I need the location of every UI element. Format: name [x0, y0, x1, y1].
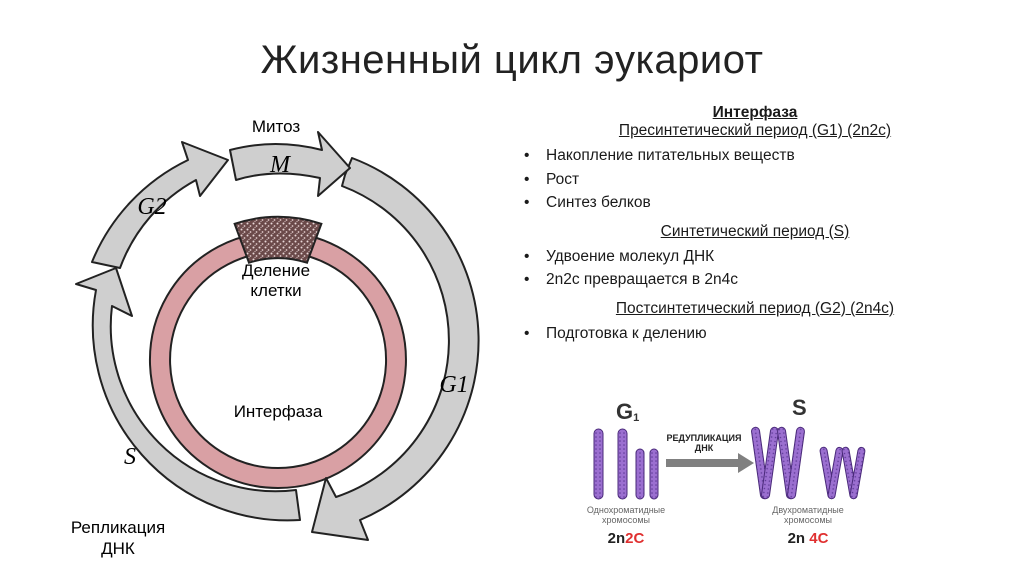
interphase-ring: [149, 231, 407, 489]
section-title: Пресинтетический период (G1) (2n2c): [618, 122, 892, 139]
section-title: Постсинтетический период (G2) (2n4c): [615, 299, 895, 317]
interphase-info: Интерфаза Пресинтетический период (G1) (…: [520, 104, 990, 345]
replication-label-line1: Репликация: [71, 518, 165, 537]
double-chromatid-chromosome: [841, 446, 866, 500]
chromosome-figure: G1 S РЕДУПЛИКАЦИЯ ДНК Однохроматидные хр…: [587, 395, 866, 547]
bullet-list: Удвоение молекул ДНК 2n2c превращается в…: [520, 245, 990, 292]
mitosis-arrow: [229, 131, 351, 197]
cell-cycle-diagram: M G2 G1 S Митоз Деление клетки Интерфаза…: [71, 117, 480, 558]
g2-arrow: [91, 141, 229, 269]
info-section-s: Синтетический период (S) Удвоение молеку…: [520, 223, 990, 292]
single-chromatid-chromosome: [635, 448, 645, 500]
single-chromatid-chromosome: [649, 448, 659, 500]
replication-label-line2: ДНК: [101, 539, 135, 558]
division-label-line2: клетки: [250, 281, 301, 300]
list-item: Рост: [524, 168, 990, 192]
mitosis-arrow-label: M: [269, 152, 292, 178]
s-stage-label: S: [792, 395, 807, 420]
right-caption-line1: Двухроматидные: [772, 505, 844, 515]
list-item: Синтез белков: [524, 191, 990, 215]
double-chromatid-chromosome: [819, 446, 844, 500]
right-caption-line2: хромосомы: [784, 515, 832, 525]
g1-arrow: [311, 157, 480, 541]
double-chromatid-chromosome: [751, 426, 779, 500]
info-section-g1: Пресинтетический период (G1) (2n2c) Нако…: [520, 122, 990, 215]
g1-arrow-label: G1: [439, 372, 468, 398]
section-title: Синтетический период (S): [660, 222, 850, 240]
list-item: Удвоение молекул ДНК: [524, 245, 990, 269]
left-caption-line1: Однохроматидные: [587, 505, 665, 515]
g1-stage-label: G1: [616, 399, 639, 424]
bullet-list: Подготовка к делению: [520, 322, 990, 346]
list-item: Накопление питательных веществ: [524, 144, 990, 168]
info-heading: Интерфаза: [712, 104, 798, 121]
interphase-label: Интерфаза: [234, 402, 323, 421]
replication-arrow-label-line1: РЕДУПЛИКАЦИЯ: [667, 433, 742, 443]
left-formula: 2n2C: [608, 530, 645, 547]
division-segment: [233, 215, 323, 264]
right-formula: 2n 4C: [788, 530, 829, 547]
info-section-g2: Постсинтетический период (G2) (2n4c) Под…: [520, 300, 990, 346]
single-chromatid-chromosome: [593, 428, 604, 500]
bullet-list: Накопление питательных веществ Рост Синт…: [520, 144, 990, 215]
g2-arrow-label: G2: [137, 194, 166, 220]
s-arrow-label: S: [124, 444, 136, 470]
double-chromatid-chromosome: [777, 426, 805, 500]
left-caption-line2: хромосомы: [602, 515, 650, 525]
single-chromatid-chromosome: [617, 428, 628, 500]
list-item: Подготовка к делению: [524, 322, 990, 346]
page-title: Жизненный цикл эукариот: [260, 38, 764, 82]
replication-arrow: [666, 453, 754, 473]
division-label-line1: Деление: [242, 261, 310, 280]
list-item: 2n2c превращается в 2n4c: [524, 268, 990, 292]
replication-arrow-label-line2: ДНК: [695, 443, 714, 453]
mitosis-label: Митоз: [252, 117, 301, 136]
s-arrow: [75, 267, 301, 522]
